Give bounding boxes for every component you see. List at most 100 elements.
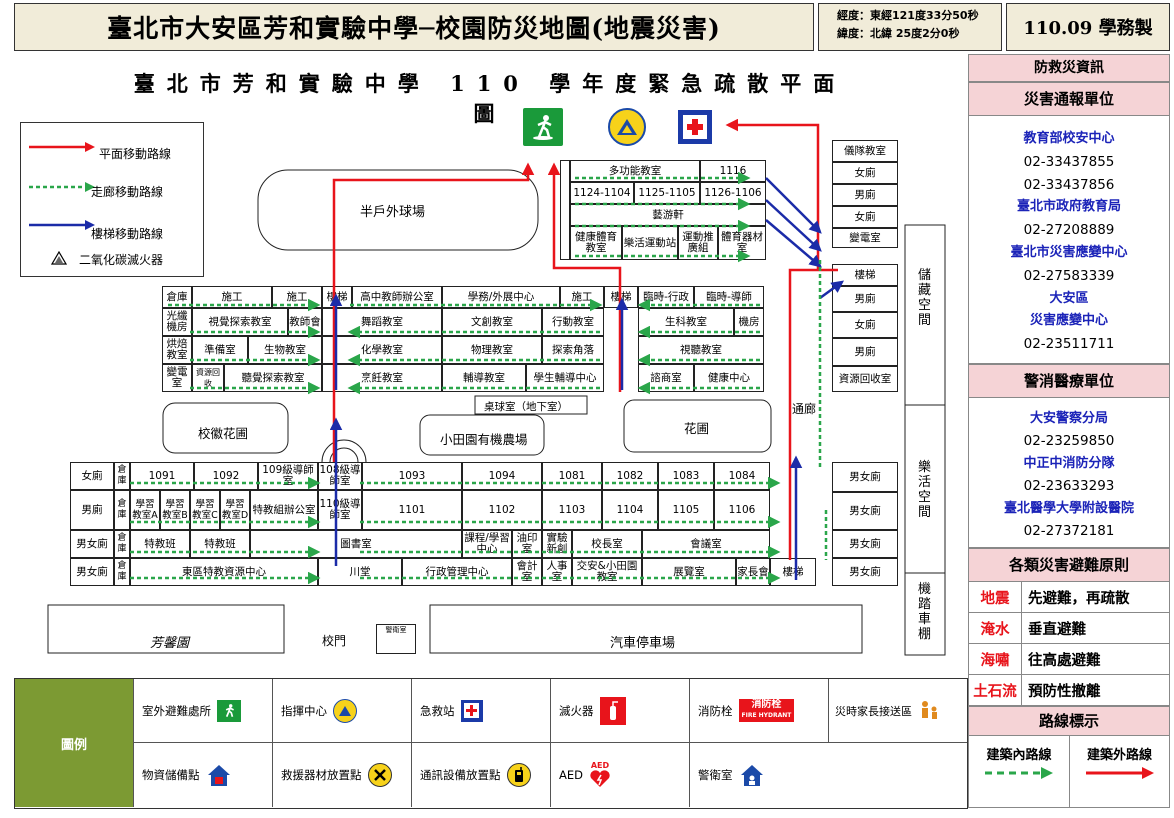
b-lab: 實驗新創 — [542, 530, 572, 558]
b-1083: 1083 — [658, 462, 714, 490]
route-outside-label: 建築外路線 — [1086, 748, 1152, 763]
rule-landslide-key: 土石流 — [969, 675, 1022, 705]
command-center-icon — [333, 698, 357, 723]
m-temp-admin: 臨時-行政 — [638, 286, 694, 308]
m-wc-m2: 男廁 — [832, 338, 898, 366]
report-phone-daan: 02-23511711 — [1023, 336, 1115, 353]
rule-flood-key: 淹水 — [969, 613, 1022, 643]
m-health: 健康中心 — [694, 364, 764, 392]
legend-title: 圖例 — [15, 679, 133, 807]
legend-pickup-label: 災時家長接送區 — [835, 704, 912, 718]
b-stairs: 樓梯 — [770, 558, 816, 586]
legend-aed-label: AED — [559, 768, 583, 782]
legend-pickup: 災時家長接送區 — [828, 679, 967, 743]
legend-comm: 通訊設備放置點 — [411, 743, 550, 807]
b-sped-center: 東區特教資源中心 — [130, 558, 318, 586]
b-parents: 家長會 — [736, 558, 770, 586]
legend-rescue: 救援器材放置點 — [272, 743, 411, 807]
police-unit-daan: 大安警察分局 — [1029, 411, 1108, 426]
rule-earthquake-value: 先避難，再疏散 — [1028, 590, 1130, 607]
b-wc2b: 男女廁 — [832, 530, 898, 558]
building-right-top: 儀隊教室 女廁 男廁 女廁 變電室 — [832, 140, 898, 250]
report-phone-moe-1: 02-33437855 — [1023, 153, 1115, 170]
room-wc-f2: 女廁 — [832, 206, 898, 228]
legend-extinguisher: 滅火器 — [550, 679, 689, 743]
room-equip: 體育器材室 — [718, 226, 766, 260]
b-wc2a: 男女廁 — [70, 530, 114, 558]
corridor-label: 通廊 — [792, 402, 817, 416]
radio-icon — [506, 763, 531, 787]
m-dance-room: 舞蹈教室 — [322, 308, 442, 336]
extinguisher-triangle-icon — [51, 251, 67, 265]
m-student-affairs: 學務/外展中心 — [442, 286, 560, 308]
rule-landslide: 土石流預防性撤離 — [968, 675, 1170, 706]
latitude: 緯度：北緯 25度2分0秒 — [837, 27, 960, 40]
m-student-counsel: 學生輔導中心 — [526, 364, 604, 392]
b-curriculum: 課程/學習中心 — [462, 530, 512, 558]
side-heading-report: 災害通報單位 — [968, 82, 1170, 116]
first-aid-icon — [460, 699, 483, 722]
b-hall: 川堂 — [318, 558, 402, 586]
b-wc4: 男女廁 — [832, 462, 898, 492]
police-unit-hospital: 臺北醫學大學附設醫院 — [1003, 500, 1134, 516]
b-storage1: 倉庫 — [114, 558, 130, 586]
room-wc-f4: 女廁 — [832, 162, 898, 184]
legend-guard-label: 警衛室 — [698, 768, 733, 782]
police-phone-daan: 02-23259850 — [1023, 433, 1115, 450]
b-principal: 校長室 — [572, 530, 642, 558]
m-prep: 準備室 — [192, 336, 248, 364]
side-panel: 防救災資訊 災害通報單位 教育部校安中心 02-33437855 02-3343… — [968, 54, 1172, 810]
route-stairs-label: 樓梯移動路線 — [91, 227, 164, 241]
m-stairs2: 樓梯 — [604, 286, 638, 308]
m-explore: 探索角落 — [542, 336, 604, 364]
side-heading-info: 防救災資訊 — [968, 54, 1170, 82]
report-list: 教育部校安中心 02-33437855 02-33437856 臺北市政府教育局… — [968, 116, 1170, 364]
b-personnel: 人事室 — [542, 558, 572, 586]
header: 臺北市大安區芳和實驗中學─校園防災地圖(地震災害) 經度：東經121度33分50… — [0, 0, 1174, 54]
report-unit-emerg: 臺北市災害應變中心 — [1010, 244, 1128, 260]
route-legend: 平面移動路線 走廊移動路線 樓梯移動路線 二氧化碳滅火器 — [20, 122, 204, 277]
first-aid-icon — [678, 110, 712, 144]
b-1103: 1103 — [542, 490, 602, 530]
route-corridor-label: 走廊移動路線 — [91, 185, 164, 199]
b-1091: 1091 — [130, 462, 194, 490]
m-tech-room: 生科教室 — [638, 308, 734, 336]
m-audio-room: 聽覺探索教室 — [224, 364, 322, 392]
report-phone-emerg: 02-27583339 — [1023, 267, 1115, 284]
side-heading-routes: 路線標示 — [968, 706, 1170, 736]
b-1094: 1094 — [462, 462, 542, 490]
m-storage: 倉庫 — [162, 286, 192, 308]
legend-command-label: 指揮中心 — [281, 703, 327, 718]
b-wc-m: 男廁 — [70, 490, 114, 530]
aed-heart-icon: AED — [589, 762, 611, 788]
b-wc1b: 男女廁 — [832, 558, 898, 586]
m-machine-room: 機房 — [734, 308, 764, 336]
guard-room: 警衛室 — [376, 624, 416, 654]
farm-label: 小田園有機農場 — [440, 432, 528, 447]
rule-tsunami: 海嘯往高處避難 — [968, 644, 1170, 675]
m-wc-m4: 男廁 — [832, 286, 898, 312]
room-1124: 1124-1104 — [570, 182, 634, 204]
page-title: 臺北市大安區芳和實驗中學─校園防災地圖(地震災害) — [14, 3, 814, 51]
m-construction2: 施工 — [272, 286, 322, 308]
report-unit-edu: 臺北市政府教育局 — [1016, 199, 1121, 215]
b-library: 圖書室 — [250, 530, 462, 558]
m-counsel: 輔導教室 — [442, 364, 526, 392]
route-outside: 建築外路線 — [1070, 736, 1169, 807]
m-mobile-room: 行動教室 — [542, 308, 604, 336]
m-bio: 生物教室 — [248, 336, 322, 364]
legend-evac-label: 室外避難處所 — [142, 703, 211, 718]
bike-shed-label: 機踏車棚 — [918, 582, 932, 642]
b-admin: 行政管理中心 — [402, 558, 512, 586]
b-1101: 1101 — [362, 490, 462, 530]
command-center-icon — [608, 108, 646, 146]
m-physics: 物理教室 — [442, 336, 542, 364]
route-plane-label: 平面移動路線 — [99, 147, 172, 161]
police-list: 大安警察分局 02-23259850 中正中消防分隊 02-23633293 臺… — [968, 398, 1170, 548]
b-1092: 1092 — [194, 462, 258, 490]
police-phone-hospital: 02-27372181 — [1023, 523, 1115, 540]
b-108-office: 108級導師室 — [318, 462, 362, 490]
m-recycle-room: 資源回收室 — [832, 366, 898, 392]
m-construction3: 施工 — [560, 286, 604, 308]
